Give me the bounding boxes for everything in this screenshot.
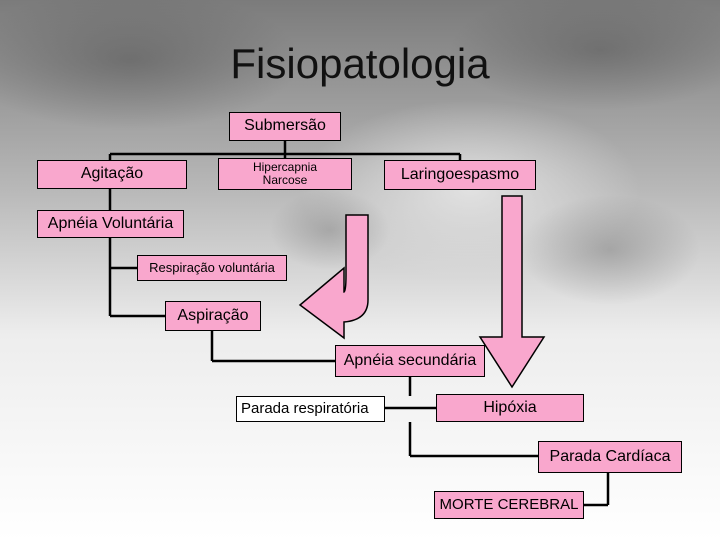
node-aspiracao: Aspiração [165, 301, 261, 331]
arrow-hipercapnia-to-aspiracao [298, 214, 369, 340]
node-hipoxia: Hipóxia [436, 394, 584, 422]
node-apneia-secundaria: Apnéia secundária [335, 345, 485, 377]
node-laringoespasmo: Laringoespasmo [384, 160, 536, 190]
node-hipercapnia-line2: Narcose [262, 173, 308, 187]
node-respiracao-voluntaria: Respiração voluntária [137, 255, 287, 281]
page-title: Fisiopatologia [230, 40, 490, 87]
node-submersao: Submersão [229, 112, 341, 141]
connector-lines [108, 141, 610, 507]
node-morte-cerebral: MORTE CEREBRAL [434, 491, 584, 519]
arrow-laringoespasmo-to-hipoxia [478, 195, 546, 389]
node-parada-respiratoria: Parada respiratória [236, 396, 385, 422]
node-apneia-voluntaria: Apnéia Voluntária [37, 210, 184, 238]
node-hipercapnia-narcose: Hipercapnia Narcose [218, 158, 352, 190]
node-agitacao: Agitação [37, 160, 187, 189]
node-hipercapnia-line1: Hipercapnia [252, 160, 318, 175]
node-parada-cardiaca: Parada Cardíaca [538, 441, 682, 473]
